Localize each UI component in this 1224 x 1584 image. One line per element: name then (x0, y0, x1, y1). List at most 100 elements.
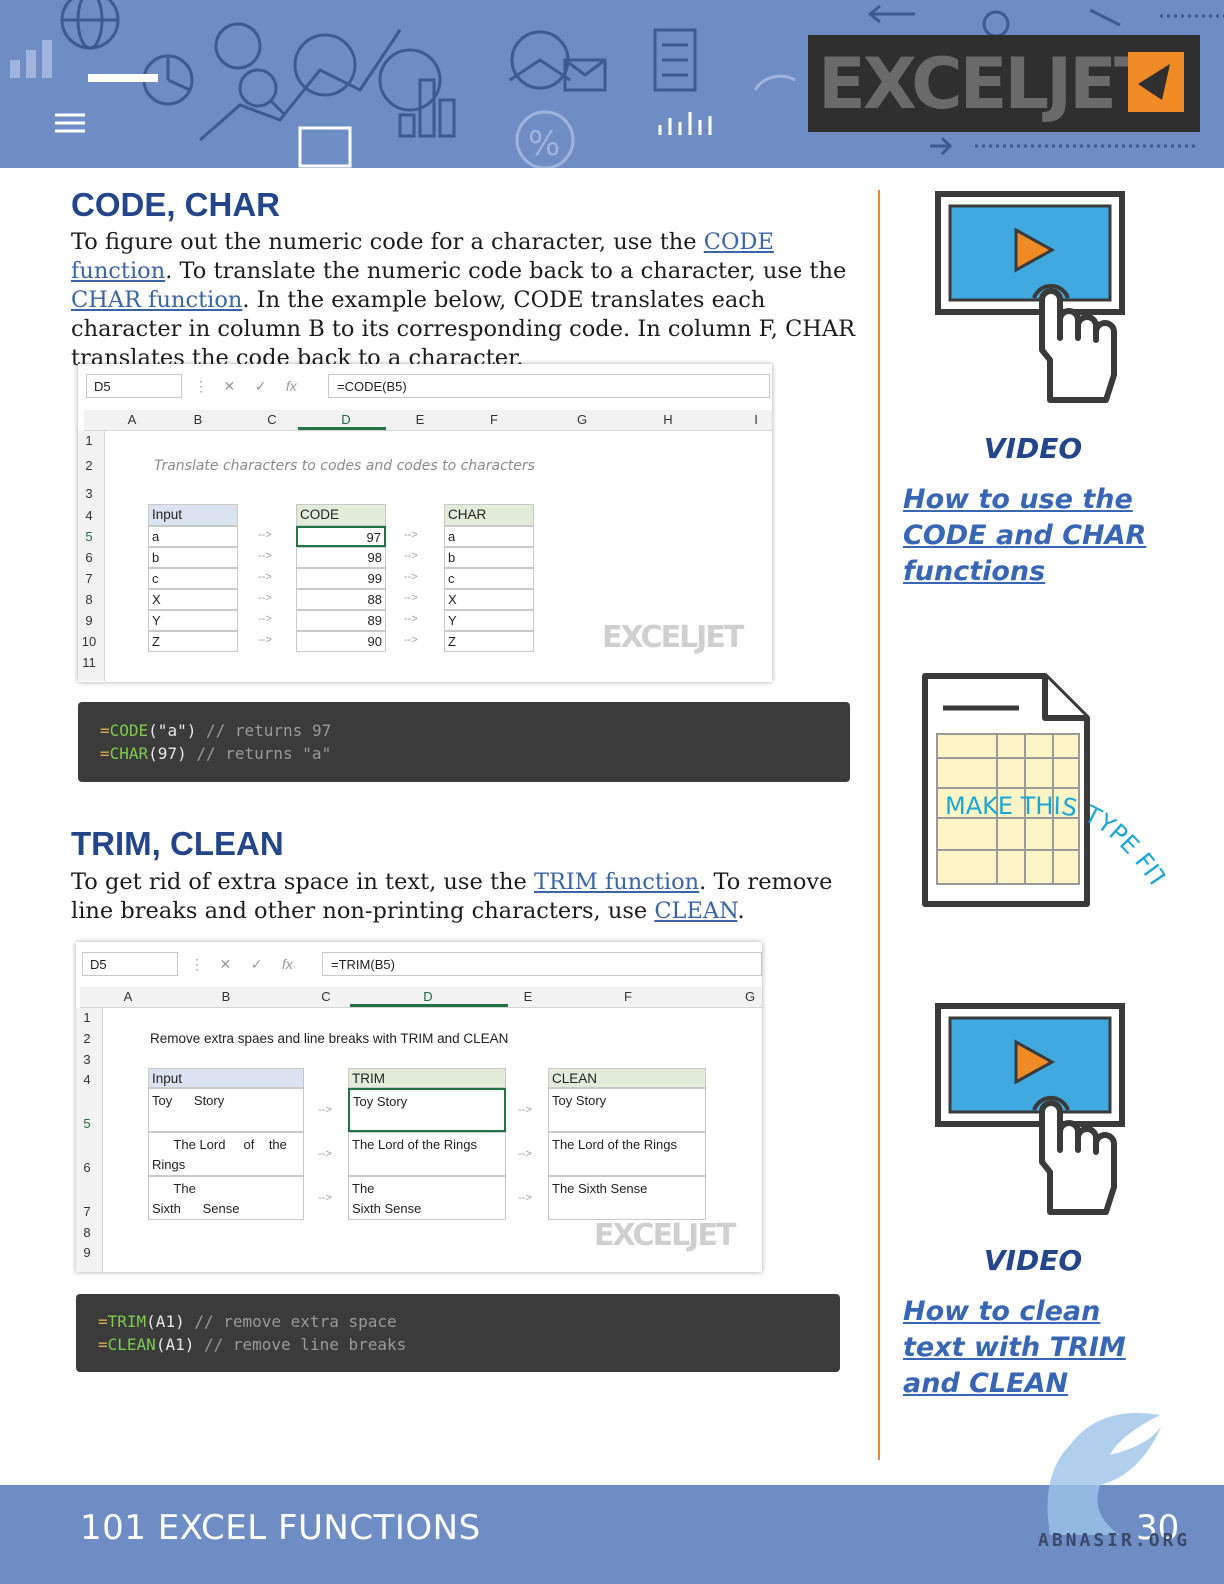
video-link-trim-clean[interactable]: How to clean text with TRIM and CLEAN (903, 1296, 1126, 1399)
exceljet-logo-mark-icon (1128, 52, 1184, 112)
column-headers: A B C D E F G H I (84, 410, 772, 431)
clean-cell[interactable]: Toy Story (548, 1088, 706, 1132)
clean-cell[interactable]: The Sixth Sense (548, 1176, 706, 1220)
sheet-caption: Translate characters to codes and codes … (154, 458, 535, 474)
section-title-trim-clean: TRIM, CLEAN (71, 825, 284, 862)
sidebar-divider (878, 190, 880, 1460)
cell-line: The (152, 1181, 196, 1196)
arrow-label: --> (404, 613, 418, 625)
header-input: Input (148, 1068, 304, 1088)
arrow-label: --> (404, 529, 418, 541)
arrow-label: --> (318, 1192, 332, 1204)
header-code: CODE (296, 504, 386, 526)
cell-line: Sixth Sense (152, 1201, 240, 1216)
char-cell[interactable]: Z (444, 631, 534, 652)
clean-cell[interactable]: The Lord of the Rings (548, 1132, 706, 1176)
arrow-label: --> (258, 613, 272, 625)
formula-bar[interactable]: =CODE(B5) (328, 374, 770, 398)
input-cell[interactable]: b (148, 547, 238, 568)
video-label-2: VIDEO (983, 1244, 1083, 1277)
char-cell[interactable]: b (444, 547, 534, 568)
arrow-label: --> (404, 592, 418, 604)
sheet-caption: Remove extra spaes and line breaks with … (150, 1031, 509, 1046)
trim-cell[interactable]: The Lord of the Rings (348, 1132, 506, 1176)
arrow-label: --> (404, 571, 418, 583)
code-cell[interactable]: 90 (296, 631, 386, 652)
input-cell[interactable]: Z (148, 631, 238, 652)
footer-bar (0, 1485, 1224, 1584)
arrow-label: --> (404, 634, 418, 646)
cell-line: The (352, 1181, 375, 1196)
trim-cell[interactable]: Toy Story (348, 1088, 506, 1132)
promo-make-this-type-fit: MAKE THIS TYPE FIT (945, 792, 1165, 894)
spreadsheet-document-icon[interactable] (915, 668, 1165, 908)
arrow-label: --> (518, 1148, 532, 1160)
name-box[interactable]: D5 (82, 952, 178, 976)
code-function-link[interactable]: CODE function (71, 229, 774, 284)
code-cell[interactable]: 98 (296, 547, 386, 568)
excel-screenshot-code-char: D5 ⋮ ✕ ✓ fx =CODE(B5) A B C D E F G H I … (78, 364, 772, 682)
banner-decoration-icons: % (10, 0, 796, 168)
code-cell[interactable]: 89 (296, 610, 386, 631)
clean-function-link[interactable]: CLEAN (654, 898, 738, 924)
input-cell[interactable]: a (148, 526, 238, 547)
video-monitor-touch-icon[interactable] (930, 190, 1130, 410)
video-label-1: VIDEO (983, 432, 1083, 465)
section2-paragraph: To get rid of extra space in text, use t… (71, 869, 833, 924)
excel-screenshot-trim-clean: D5 ⋮ ✕ ✓ fx =TRIM(B5) A B C D E F G 1 2 … (76, 942, 762, 1272)
arrow-label: --> (404, 550, 418, 562)
footer-title: 101 EXCEL FUNCTIONS (80, 1508, 481, 1548)
page-number: 30 (1136, 1508, 1180, 1548)
arrow-label: --> (518, 1192, 532, 1204)
code-line-1: =CODE("a") // returns 97 (100, 721, 332, 740)
header-char: CHAR (444, 504, 534, 526)
cell-line: Rings (152, 1157, 186, 1172)
code-block-code-char: =CODE("a") // returns 97 =CHAR(97) // re… (78, 702, 850, 782)
char-cell[interactable]: a (444, 526, 534, 547)
header-input: Input (148, 504, 238, 526)
arrow-label: --> (258, 529, 272, 541)
code-cell[interactable]: 97 (296, 526, 386, 547)
code-cell[interactable]: 99 (296, 568, 386, 589)
section-title-code-char: CODE, CHAR (71, 186, 281, 223)
input-cell[interactable]: Toy Story (148, 1088, 304, 1132)
input-cell[interactable]: X (148, 589, 238, 610)
row-headers: 1 2 3 4 5 6 7 8 9 10 11 (78, 431, 105, 681)
arrow-label: --> (258, 550, 272, 562)
header-trim: TRIM (348, 1068, 506, 1088)
trim-function-link[interactable]: TRIM function (533, 869, 700, 895)
row-headers: 1 2 3 4 5 6 7 8 9 (76, 1008, 103, 1272)
cell-line: Toy Story (552, 1093, 607, 1108)
code-line-2: =CLEAN(A1) // remove line breaks (98, 1335, 407, 1354)
char-cell[interactable]: Y (444, 610, 534, 631)
code-line-1: =TRIM(A1) // remove extra space (98, 1312, 397, 1331)
code-block-trim-clean: =TRIM(A1) // remove extra space =CLEAN(A… (76, 1294, 840, 1372)
formula-bar[interactable]: =TRIM(B5) (322, 952, 762, 976)
code-cell[interactable]: 88 (296, 589, 386, 610)
arrow-label: --> (518, 1104, 532, 1116)
arrow-label: --> (258, 571, 272, 583)
char-cell[interactable]: X (444, 589, 534, 610)
name-box[interactable]: D5 (86, 374, 182, 398)
input-cell[interactable]: Y (148, 610, 238, 631)
cell-line: Toy Story (152, 1093, 225, 1108)
site-watermark: ABNASIR.ORG (1038, 1530, 1191, 1551)
arrow-label: --> (318, 1148, 332, 1160)
video-link-code-char[interactable]: How to use the CODE and CHAR functions (903, 484, 1147, 587)
cell-line: Sixth Sense (352, 1201, 422, 1216)
cell-line: The Lord of the Rings (352, 1137, 478, 1152)
code-line-2: =CHAR(97) // returns "a" (100, 744, 332, 763)
svg-text:%: % (528, 124, 560, 164)
cell-line: The Lord of the (152, 1137, 287, 1152)
column-headers: A B C D E F G (80, 987, 762, 1008)
arrow-label: --> (258, 634, 272, 646)
cell-line: The Sixth Sense (552, 1181, 648, 1196)
char-cell[interactable]: c (444, 568, 534, 589)
griffin-watermark-icon (1047, 1413, 1162, 1535)
input-cell[interactable]: c (148, 568, 238, 589)
video-monitor-touch-icon[interactable] (930, 1002, 1130, 1222)
char-function-link[interactable]: CHAR function (71, 287, 243, 313)
